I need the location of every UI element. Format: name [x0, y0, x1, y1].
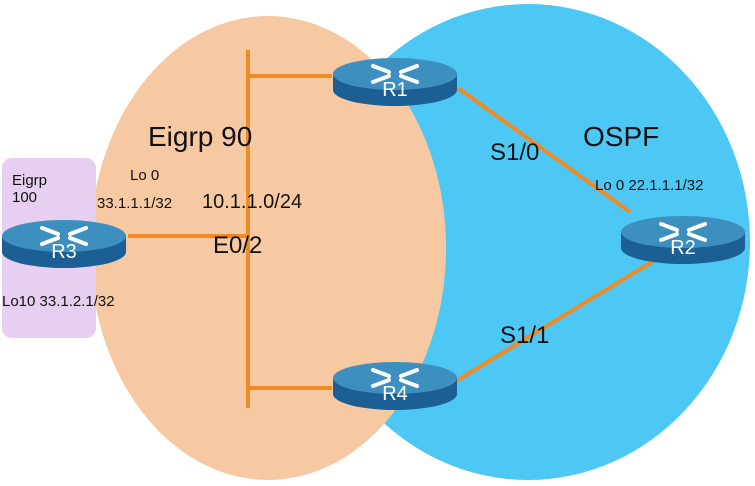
r3-lo0-name: Lo 0 — [130, 167, 159, 184]
router-label: R3 — [51, 241, 77, 263]
link-r4-r2 — [456, 258, 657, 382]
router-arrows-icon — [659, 222, 707, 242]
zone-eigrp100-label-line1: Eigrp — [12, 172, 47, 189]
router-icon-top — [333, 362, 457, 394]
router-label: R1 — [382, 79, 408, 101]
zone-eigrp90-label: Eigrp 90 — [148, 121, 252, 152]
r3-lo10: Lo10 33.1.2.1/32 — [2, 293, 115, 310]
router-arrows-icon — [40, 226, 88, 246]
zone-eigrp100-label-line2: 100 — [12, 189, 37, 206]
router-r4[interactable]: R4 — [333, 362, 457, 410]
link-r4-r2-label: S1/1 — [500, 322, 549, 349]
router-r1[interactable]: R1 — [333, 58, 457, 106]
router-r3[interactable]: R3 — [2, 220, 126, 268]
link-r1-r2 — [456, 86, 632, 214]
router-icon-top — [333, 58, 457, 90]
router-r2[interactable]: R2 — [621, 216, 745, 264]
router-label: R4 — [382, 383, 408, 405]
zone-eigrp90 — [90, 16, 446, 480]
watermark: @51CTO博客 — [664, 465, 747, 480]
links — [128, 50, 657, 408]
r3-e02: E0/2 — [213, 232, 262, 259]
router-icon-top — [621, 216, 745, 248]
router-arrows-icon — [371, 368, 419, 388]
zone-ospf-label: OSPF — [583, 121, 659, 152]
router-arrows-icon — [371, 64, 419, 84]
router-icon-top — [2, 220, 126, 252]
lan-subnet: 10.1.1.0/24 — [202, 191, 302, 213]
r2-lo0: Lo 0 22.1.1.1/32 — [595, 177, 703, 194]
link-r1-r2-label: S1/0 — [490, 139, 539, 166]
r3-lo0-addr: 33.1.1.1/32 — [97, 195, 172, 212]
router-label: R2 — [670, 237, 696, 259]
